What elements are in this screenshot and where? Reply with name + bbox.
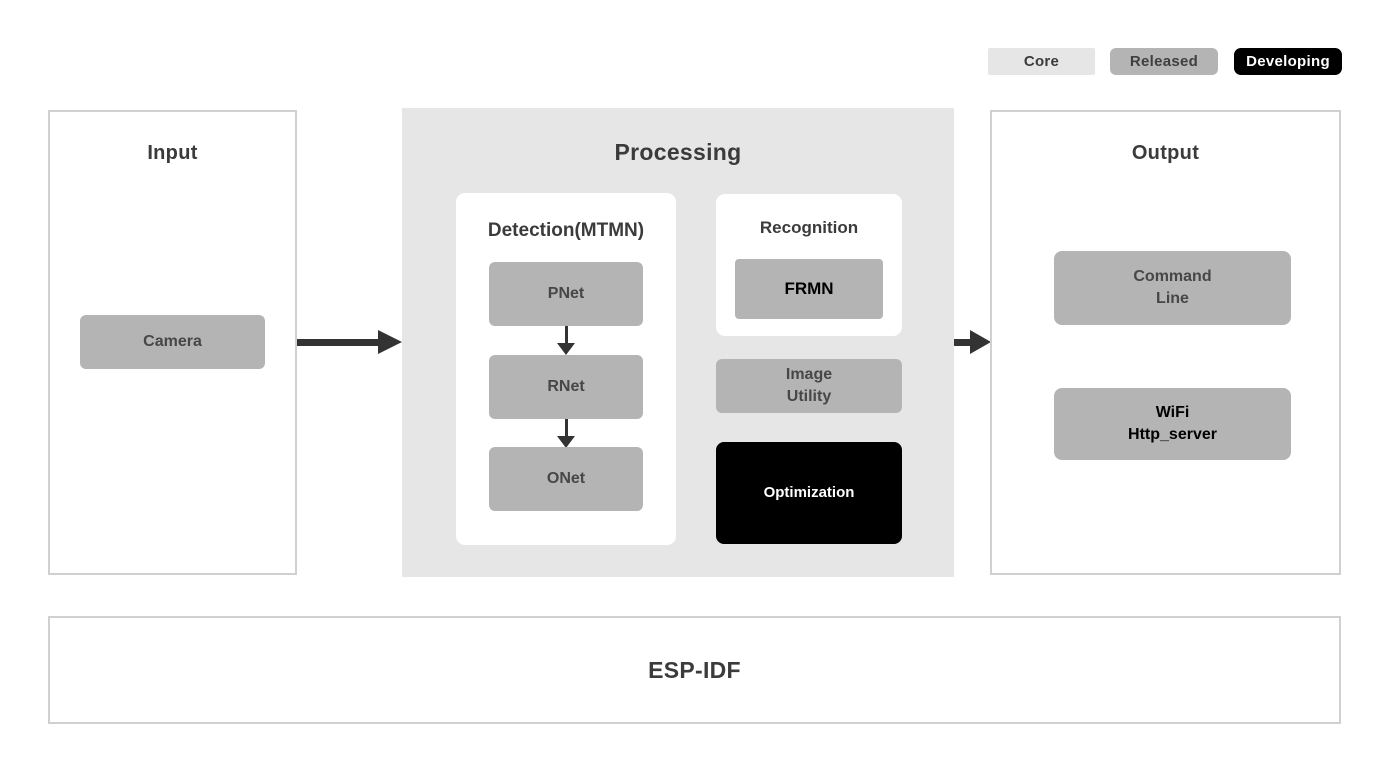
recognition-title: Recognition bbox=[759, 218, 859, 237]
input-panel: Input Camera bbox=[48, 110, 297, 575]
node-onet: ONet bbox=[489, 447, 643, 511]
arrow-shaft bbox=[297, 339, 380, 346]
arrow-shaft bbox=[564, 419, 568, 436]
arrow-input-to-processing bbox=[297, 330, 402, 355]
recognition-subpanel: Recognition FRMN bbox=[716, 194, 902, 336]
arrow-head-icon bbox=[557, 343, 575, 355]
node-wifi-http-server: WiFi Http_server bbox=[1054, 388, 1291, 460]
input-panel-title: Input bbox=[147, 142, 198, 164]
arrow-rnet-to-onet bbox=[557, 419, 575, 448]
legend-chip-developing: Developing bbox=[1234, 48, 1342, 75]
legend-chip-core: Core bbox=[988, 48, 1095, 75]
arrow-head-icon bbox=[970, 330, 991, 354]
output-panel: Output Command Line WiFi Http_server bbox=[990, 110, 1341, 575]
arrow-processing-to-output bbox=[954, 330, 991, 355]
node-frmn: FRMN bbox=[735, 259, 883, 319]
processing-panel-title: Processing bbox=[614, 139, 742, 165]
node-camera: Camera bbox=[80, 315, 265, 369]
detection-subpanel: Detection(MTMN) PNet RNet ONet bbox=[456, 193, 676, 545]
esp-idf-title: ESP-IDF bbox=[648, 656, 741, 683]
node-optimization: Optimization bbox=[716, 442, 902, 544]
legend-core-label: Core bbox=[1023, 53, 1060, 70]
arrow-shaft bbox=[564, 326, 568, 343]
arrow-head-icon bbox=[378, 330, 402, 354]
esp-idf-panel: ESP-IDF bbox=[48, 616, 1341, 724]
arrow-shaft bbox=[954, 339, 972, 346]
legend-developing-label: Developing bbox=[1246, 53, 1330, 70]
node-rnet: RNet bbox=[489, 355, 643, 419]
detection-title: Detection(MTMN) bbox=[487, 220, 645, 241]
arrow-pnet-to-rnet bbox=[557, 326, 575, 355]
processing-panel: Processing Detection(MTMN) PNet RNet ONe… bbox=[402, 108, 954, 577]
node-command-line: Command Line bbox=[1054, 251, 1291, 325]
output-panel-title: Output bbox=[1131, 142, 1200, 164]
arrow-head-icon bbox=[557, 436, 575, 448]
node-image-utility: Image Utility bbox=[716, 359, 902, 413]
node-pnet: PNet bbox=[489, 262, 643, 326]
legend-released-label: Released bbox=[1129, 53, 1199, 70]
legend-chip-released: Released bbox=[1110, 48, 1218, 75]
